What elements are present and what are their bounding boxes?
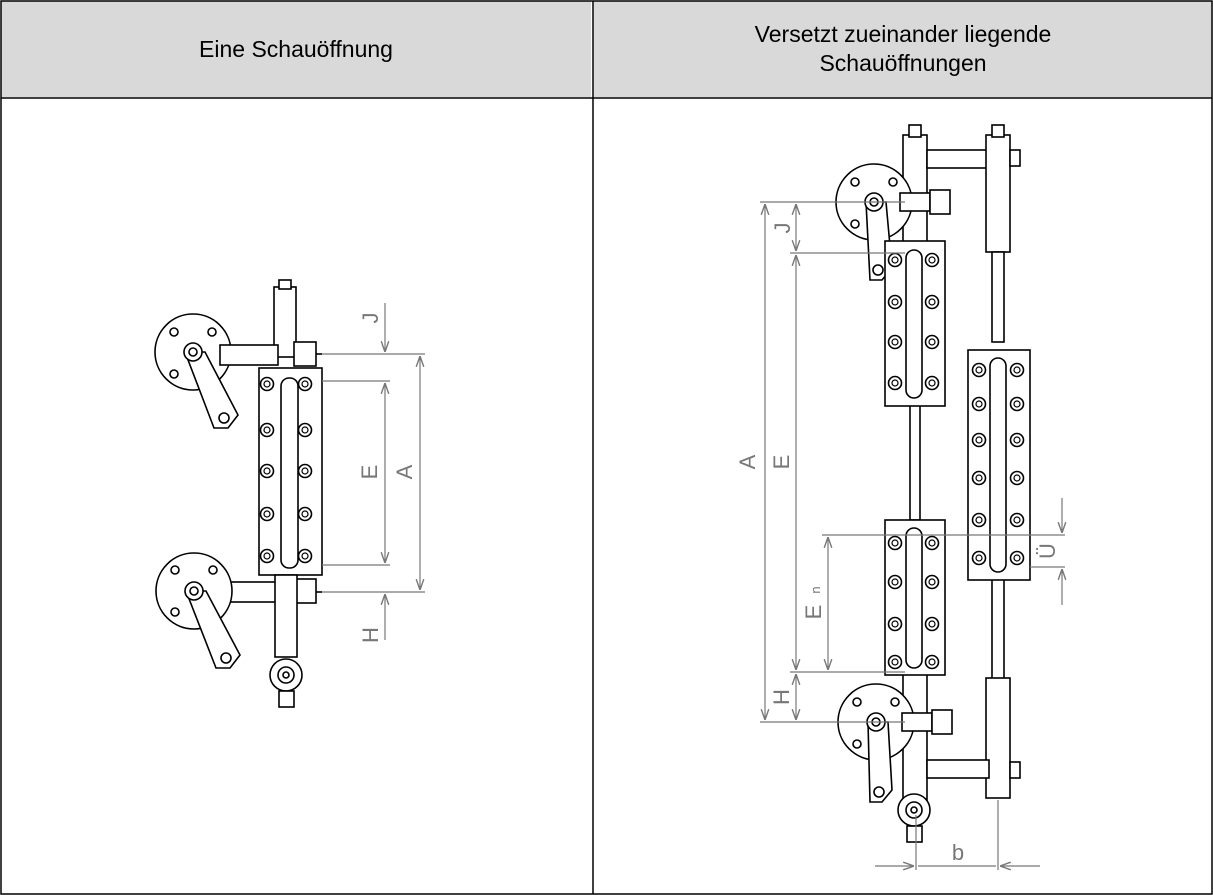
left-dim-e: E <box>357 465 382 480</box>
right-dim-h: H <box>769 689 794 705</box>
right-dim-en: E <box>801 605 826 620</box>
left-level-gauge-drawing <box>154 279 323 708</box>
right-dim-b: b <box>952 840 964 865</box>
right-dim-e: E <box>769 455 794 470</box>
header-offset-line1: Versetzt zueinander liegende <box>754 21 1052 48</box>
header-single-sight-window: Eine Schauöffnung <box>1 1 591 97</box>
right-dim-j: J <box>770 223 795 234</box>
right-level-gauge-drawing <box>835 124 1031 843</box>
left-dim-a: A <box>392 464 417 479</box>
right-dimension-labels: J A E E n H Ü b <box>735 223 1060 866</box>
right-dim-a: A <box>735 454 760 469</box>
header-single-label: Eine Schauöffnung <box>199 35 393 62</box>
right-dim-en-subscript: n <box>808 586 823 593</box>
header-offset-sight-windows: Versetzt zueinander liegende Schauöffnun… <box>594 1 1212 97</box>
header-offset-line2: Schauöffnungen <box>819 50 987 76</box>
left-dim-j: J <box>358 313 383 324</box>
right-dimension-lines <box>760 201 1065 870</box>
left-dimension-labels: J E A H <box>357 313 417 643</box>
left-dimension-lines <box>322 303 425 640</box>
left-dim-h: H <box>358 627 383 643</box>
right-dim-u: Ü <box>1035 543 1060 559</box>
